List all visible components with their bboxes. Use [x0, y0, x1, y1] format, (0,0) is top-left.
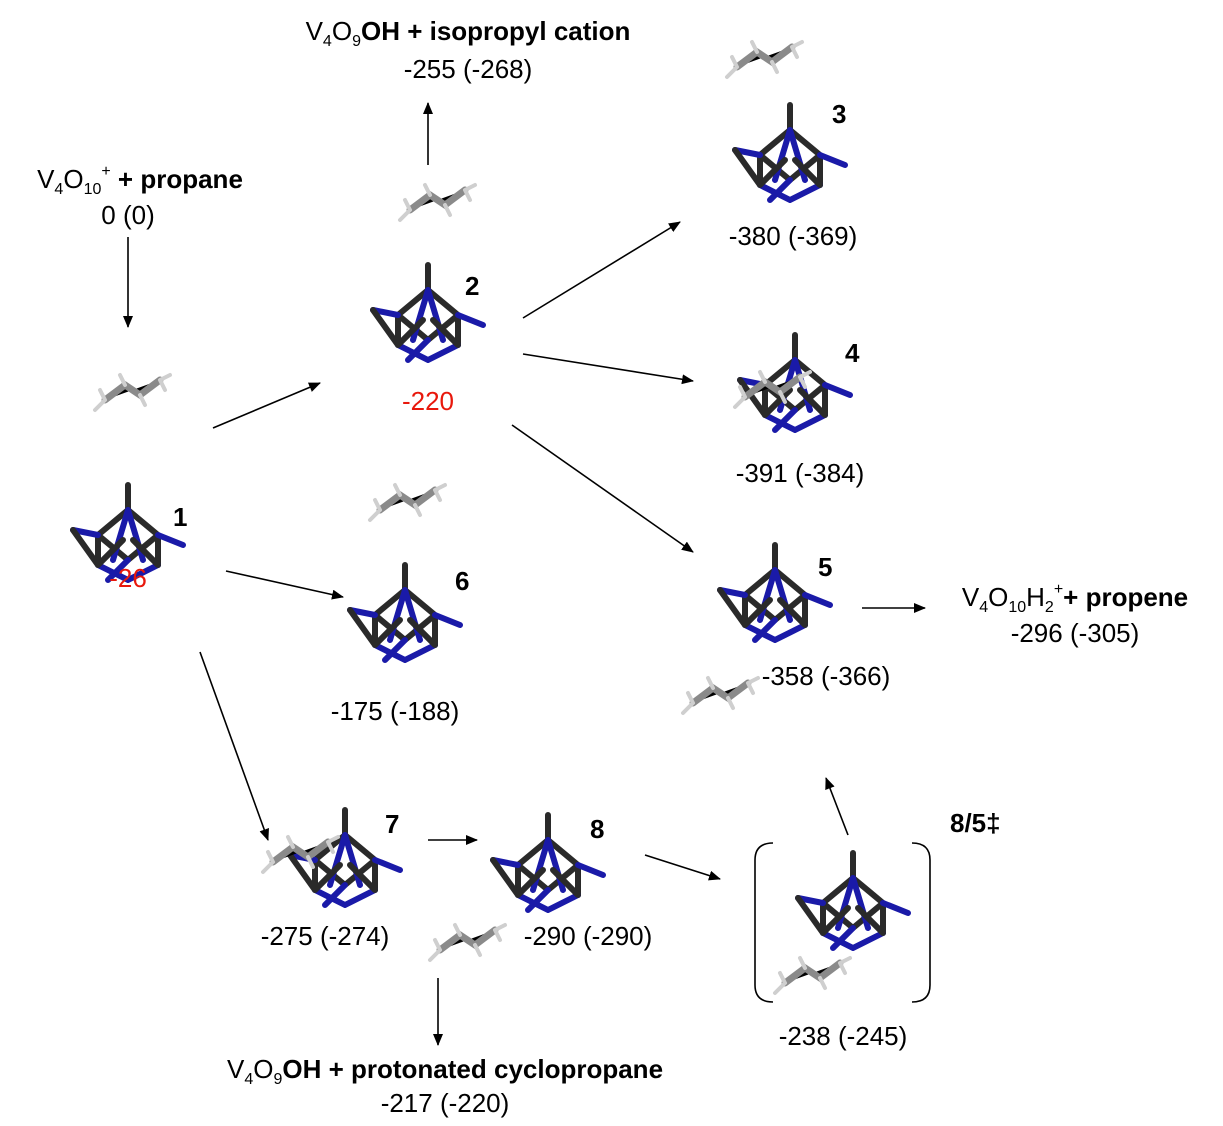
species-4-label: 4	[845, 338, 860, 368]
species-8-label: 8	[590, 814, 604, 844]
species-ts-label: 8/5‡	[950, 808, 1001, 838]
structure-isopropyl	[400, 185, 475, 220]
reactants-label: V4O10+ + propane	[37, 163, 243, 198]
arrow-1-to-7	[199, 651, 269, 841]
arrow-ts-to-5	[825, 777, 849, 836]
species-5-label: 5	[818, 552, 832, 582]
structure-8-cage	[493, 815, 603, 910]
species-6-energy: -175 (-188)	[331, 696, 460, 726]
species-2-label: 2	[465, 271, 479, 301]
isopropyl-energy: -255 (-268)	[404, 54, 533, 84]
arrow-1-to-6	[225, 570, 344, 600]
propene-energy: -296 (-305)	[1011, 618, 1140, 648]
cyclopropane-energy: -217 (-220)	[381, 1088, 510, 1118]
structure-cyclopropyl	[430, 925, 505, 960]
species-4-energy: -391 (-384)	[736, 458, 865, 488]
propene-label: V4O10H2++ propene	[962, 581, 1188, 616]
species-1-label: 1	[173, 502, 187, 532]
structure-3-cage	[735, 105, 845, 200]
structure-5-propene	[683, 678, 758, 713]
ts-bracket-left	[754, 842, 774, 1003]
arrow-8-to-ts	[644, 854, 721, 881]
species-5-energy: -358 (-366)	[762, 661, 891, 691]
arrow-2-to-5	[511, 424, 694, 553]
species-ts-energy: -238 (-245)	[779, 1021, 908, 1051]
species-3-label: 3	[832, 99, 846, 129]
structure-ts-cage	[798, 853, 908, 948]
species-3-energy: -380 (-369)	[729, 221, 858, 251]
structure-ts-propyl	[775, 958, 850, 993]
structure-5-cage	[720, 545, 830, 640]
structure-6-cage	[350, 565, 460, 660]
species-7-label: 7	[385, 809, 399, 839]
cyclopropane-label: V4O9OH + protonated cyclopropane	[227, 1054, 663, 1088]
ts-bracket-right	[911, 842, 931, 1003]
arrow-2-to-3	[522, 221, 681, 319]
arrow-2-to-4	[522, 353, 694, 385]
structure-propane-reactant	[95, 375, 170, 410]
species-8-energy: -290 (-290)	[524, 921, 653, 951]
reactants-energy: 0 (0)	[101, 200, 154, 230]
arrow-1-to-2	[212, 382, 321, 429]
structure-propane-6	[370, 485, 445, 520]
species-6-label: 6	[455, 566, 469, 596]
structure-3-propyl	[727, 42, 802, 77]
arrows	[123, 102, 926, 1046]
isopropyl-label: V4O9OH + isopropyl cation	[306, 16, 631, 50]
species-7-energy: -275 (-274)	[261, 921, 390, 951]
species-1-energy: -26	[109, 563, 147, 593]
species-2-energy: -220	[402, 386, 454, 416]
